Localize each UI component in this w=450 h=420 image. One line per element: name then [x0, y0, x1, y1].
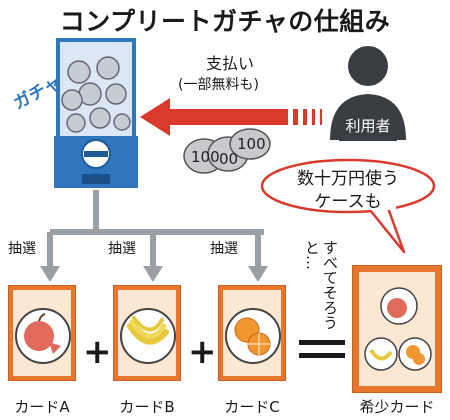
payment-note: (一部無料も): [178, 77, 259, 93]
card-a-label: カードA: [14, 398, 70, 416]
rare-fruits-icon: [364, 287, 432, 371]
diagram-title: コンプリートガチャの仕組み: [59, 7, 391, 36]
orange-icon: [234, 317, 271, 356]
plus-sign: +: [188, 332, 217, 372]
speech-bubble: [260, 158, 436, 254]
coins-icon: 100 00 100: [183, 128, 271, 174]
equals-sign: [299, 340, 345, 366]
bubble-text: 数十万円使う ケースも: [268, 168, 428, 214]
payment-label: 支払い: [206, 54, 255, 73]
coin-label: 100: [237, 135, 266, 153]
complete-set-text: すべてそろうと…: [303, 240, 339, 330]
draw-label: 抽選: [108, 241, 136, 257]
payment-arrow-icon: [140, 98, 322, 136]
coin-label: 100: [191, 148, 220, 166]
card-a: [8, 285, 76, 381]
card-c: [218, 285, 286, 381]
apple-icon: [24, 313, 61, 354]
card-b: [113, 285, 181, 381]
banana-icon: [127, 316, 169, 345]
rare-card: [352, 265, 442, 393]
card-c-label: カードC: [224, 398, 280, 416]
bubble-line: ケースも: [314, 192, 382, 212]
draw-connector: [40, 190, 268, 282]
rare-card-label: 希少カード: [359, 398, 435, 416]
draw-label: 抽選: [8, 241, 36, 257]
plus-sign: +: [83, 332, 112, 372]
user-label: 利用者: [339, 111, 397, 141]
draw-label: 抽選: [210, 241, 238, 257]
coin-label: 00: [219, 150, 238, 168]
card-b-label: カードB: [119, 398, 175, 416]
gacha-machine-icon: [54, 38, 138, 188]
bubble-line: 数十万円使う: [297, 169, 399, 189]
